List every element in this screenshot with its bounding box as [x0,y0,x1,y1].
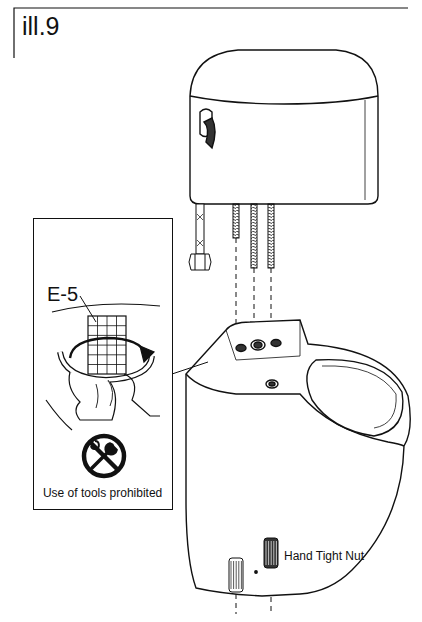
part-name: Hand Tight Nut [284,549,364,563]
warning-text: Use of tools prohibited [43,486,162,500]
tank-bolts [189,204,274,270]
leader-line [172,362,208,374]
toilet-bowl [186,320,410,596]
detail-inset: E-5Use of tools prohibited [33,218,173,510]
inset-hand-illustration [46,296,160,430]
figure-title: ill.9 [22,12,60,41]
frame-line [14,8,408,58]
tank [190,50,378,204]
hand-tight-nut [229,538,278,592]
no-tools-icon [84,436,124,476]
callout-number: E-5 [46,283,79,306]
